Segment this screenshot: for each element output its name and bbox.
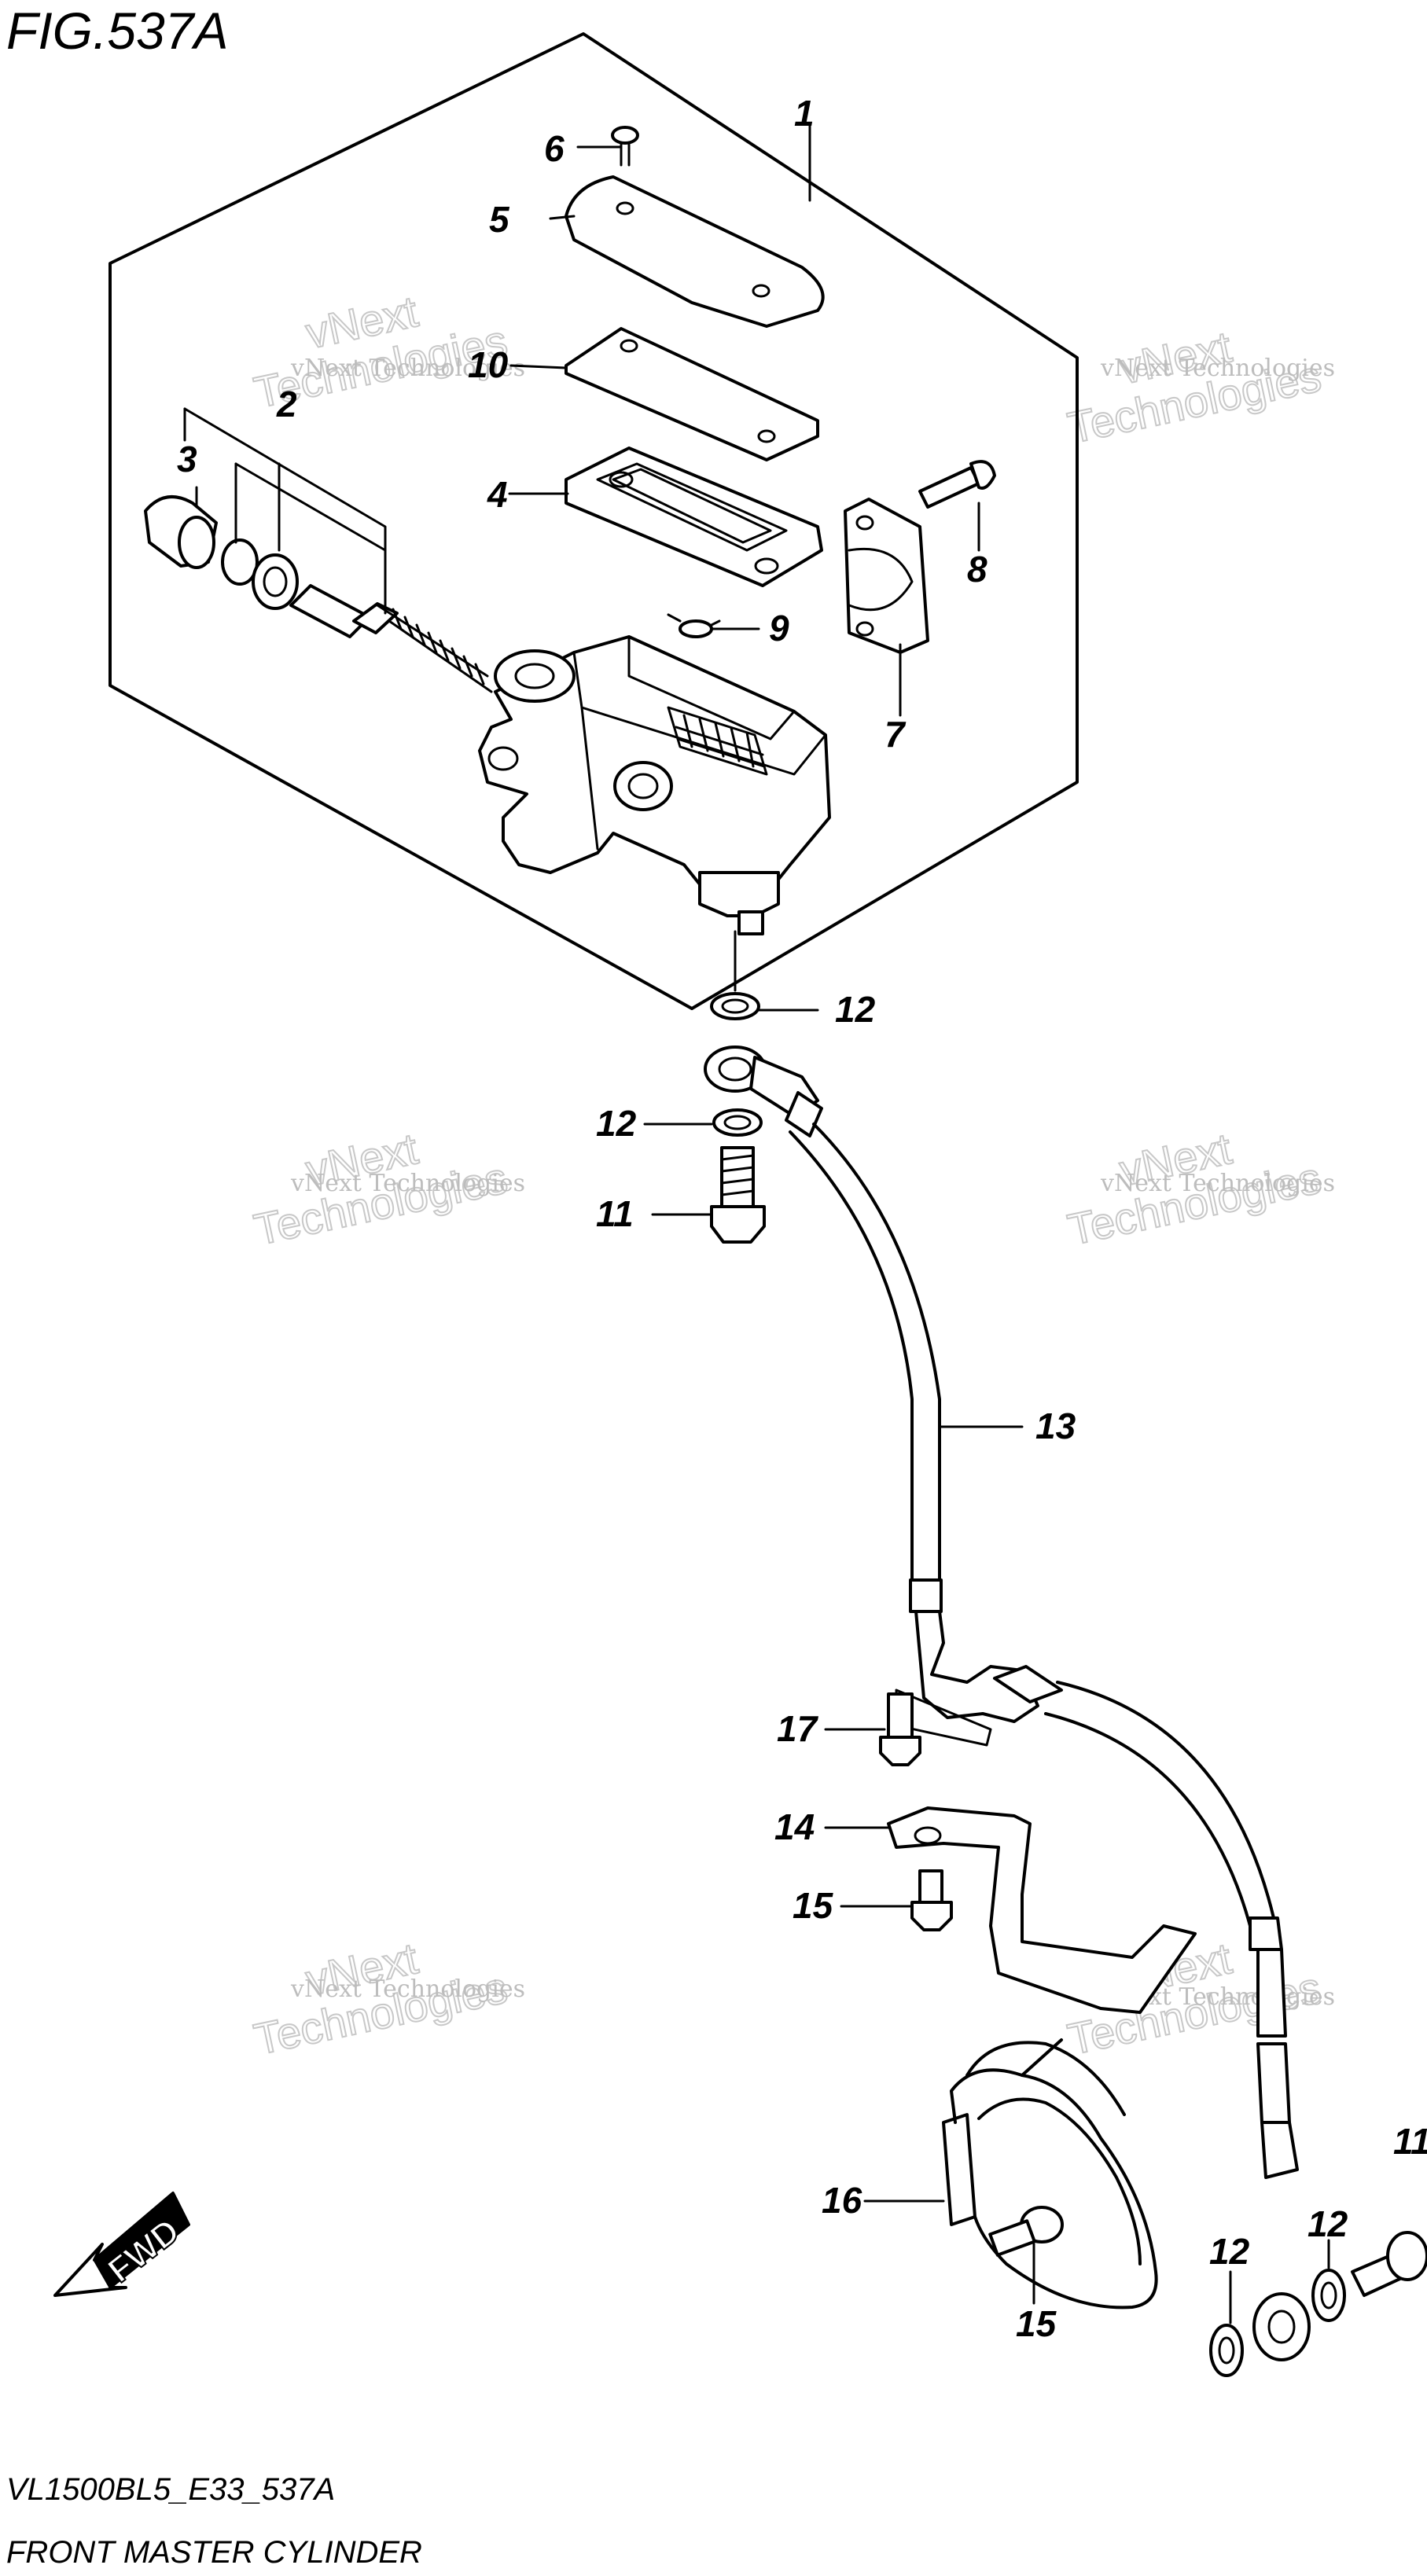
master-cylinder-body	[478, 635, 831, 935]
gasket-lower-left	[1209, 2324, 1244, 2377]
cylinder-cap	[144, 495, 218, 569]
callout-2: 2	[276, 384, 297, 424]
union-bolt-lower	[1351, 2231, 1427, 2297]
piston-spring	[289, 584, 493, 693]
bolt-17	[879, 1692, 921, 1766]
callout-17: 17	[777, 1708, 819, 1749]
figure-title: FIG.537A	[6, 2, 228, 60]
cap-screw	[611, 126, 639, 167]
watermark-text: vNext Technologies	[1100, 355, 1335, 382]
callout-13: 13	[1035, 1406, 1076, 1446]
leader-lines	[183, 124, 1330, 2324]
fwd-arrow-icon: FWD	[53, 2191, 190, 2297]
washer	[252, 553, 299, 610]
callout-12-lower-right: 12	[1307, 2203, 1348, 2244]
callout-16: 16	[822, 2180, 862, 2221]
cap-plate	[565, 327, 819, 461]
union-bolt	[710, 1146, 766, 1244]
callout-8: 8	[967, 549, 987, 590]
gasket-mid	[712, 1108, 763, 1137]
assembly-frame	[108, 32, 1079, 1010]
callout-9: 9	[769, 608, 789, 649]
watermark-text: vNext Technologies	[290, 1975, 525, 2003]
holder	[844, 498, 929, 654]
callout-15-upper: 15	[793, 1885, 834, 1926]
holder-bolt	[918, 460, 996, 509]
callout-12-mid: 12	[596, 1103, 637, 1144]
gasket-lower-right	[1311, 2269, 1346, 2322]
callout-5: 5	[489, 199, 510, 240]
hose-guide	[942, 2038, 1158, 2310]
callout-1: 1	[794, 93, 815, 134]
watermark-text: vNext Technologies	[290, 1170, 525, 1197]
callout-11-lower: 11	[1393, 2121, 1427, 2162]
callout-12-upper: 12	[835, 989, 876, 1030]
callout-7: 7	[885, 714, 907, 755]
hose-bracket	[887, 1806, 1197, 2014]
callout-12-lower-left: 12	[1209, 2231, 1250, 2272]
callout-11: 11	[596, 1193, 634, 1234]
model-code: VL1500BL5_E33_537A	[6, 2472, 335, 2507]
callout-14: 14	[774, 1806, 815, 1847]
callout-10: 10	[468, 344, 509, 385]
watermark-text: vNext Technologies	[290, 355, 525, 382]
callout-4: 4	[487, 474, 508, 515]
callout-6: 6	[544, 128, 565, 169]
callout-3: 3	[177, 439, 197, 480]
callout-15-lower: 15	[1016, 2303, 1057, 2344]
banjo-fitting-lower	[1252, 2292, 1311, 2361]
switch	[667, 613, 721, 638]
watermark-text: vNext Technologies	[1100, 1170, 1335, 1197]
reservoir-cap	[565, 175, 825, 328]
gasket-upper	[710, 992, 760, 1020]
brake-hose	[785, 1091, 1299, 2179]
bolt-15-lower	[988, 2206, 1064, 2257]
figure-caption: FRONT MASTER CYLINDER	[6, 2535, 422, 2570]
bolt-15-upper	[910, 1869, 953, 1931]
diaphragm	[565, 446, 823, 587]
circlip	[221, 538, 259, 586]
